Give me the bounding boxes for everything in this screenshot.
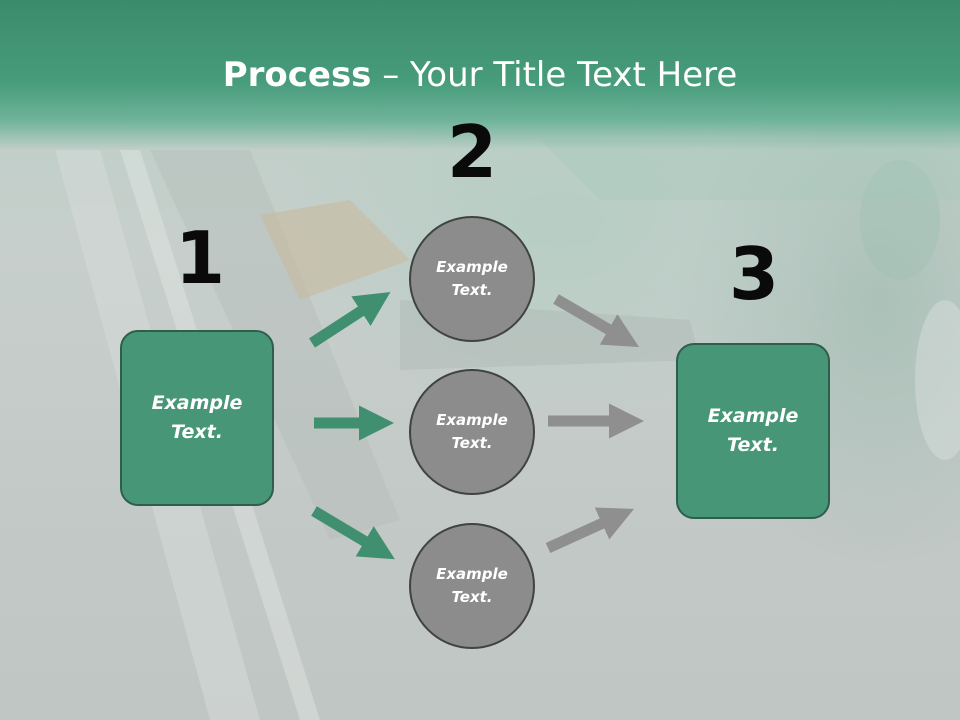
title-bold: Process — [222, 55, 372, 95]
output-box: Example Text. — [676, 343, 830, 519]
arrow-top-to-right — [553, 294, 640, 348]
process-circle-bottom: Example Text. — [409, 523, 535, 649]
process-circle-middle: Example Text. — [409, 369, 535, 495]
arrow-left-to-top — [309, 292, 391, 348]
step-number-2: 2 — [446, 110, 498, 194]
process-circle-top: Example Text. — [409, 216, 535, 342]
title-rest: – Your Title Text Here — [371, 55, 738, 95]
step-number-1: 1 — [174, 216, 226, 300]
arrow-left-to-bottom — [311, 506, 395, 560]
input-box: Example Text. — [120, 330, 274, 506]
title-banner — [0, 0, 960, 150]
step-number-3: 3 — [728, 232, 780, 316]
arrow-bottom-to-right — [545, 507, 635, 554]
slide-title: Process – Your Title Text Here — [0, 52, 960, 98]
